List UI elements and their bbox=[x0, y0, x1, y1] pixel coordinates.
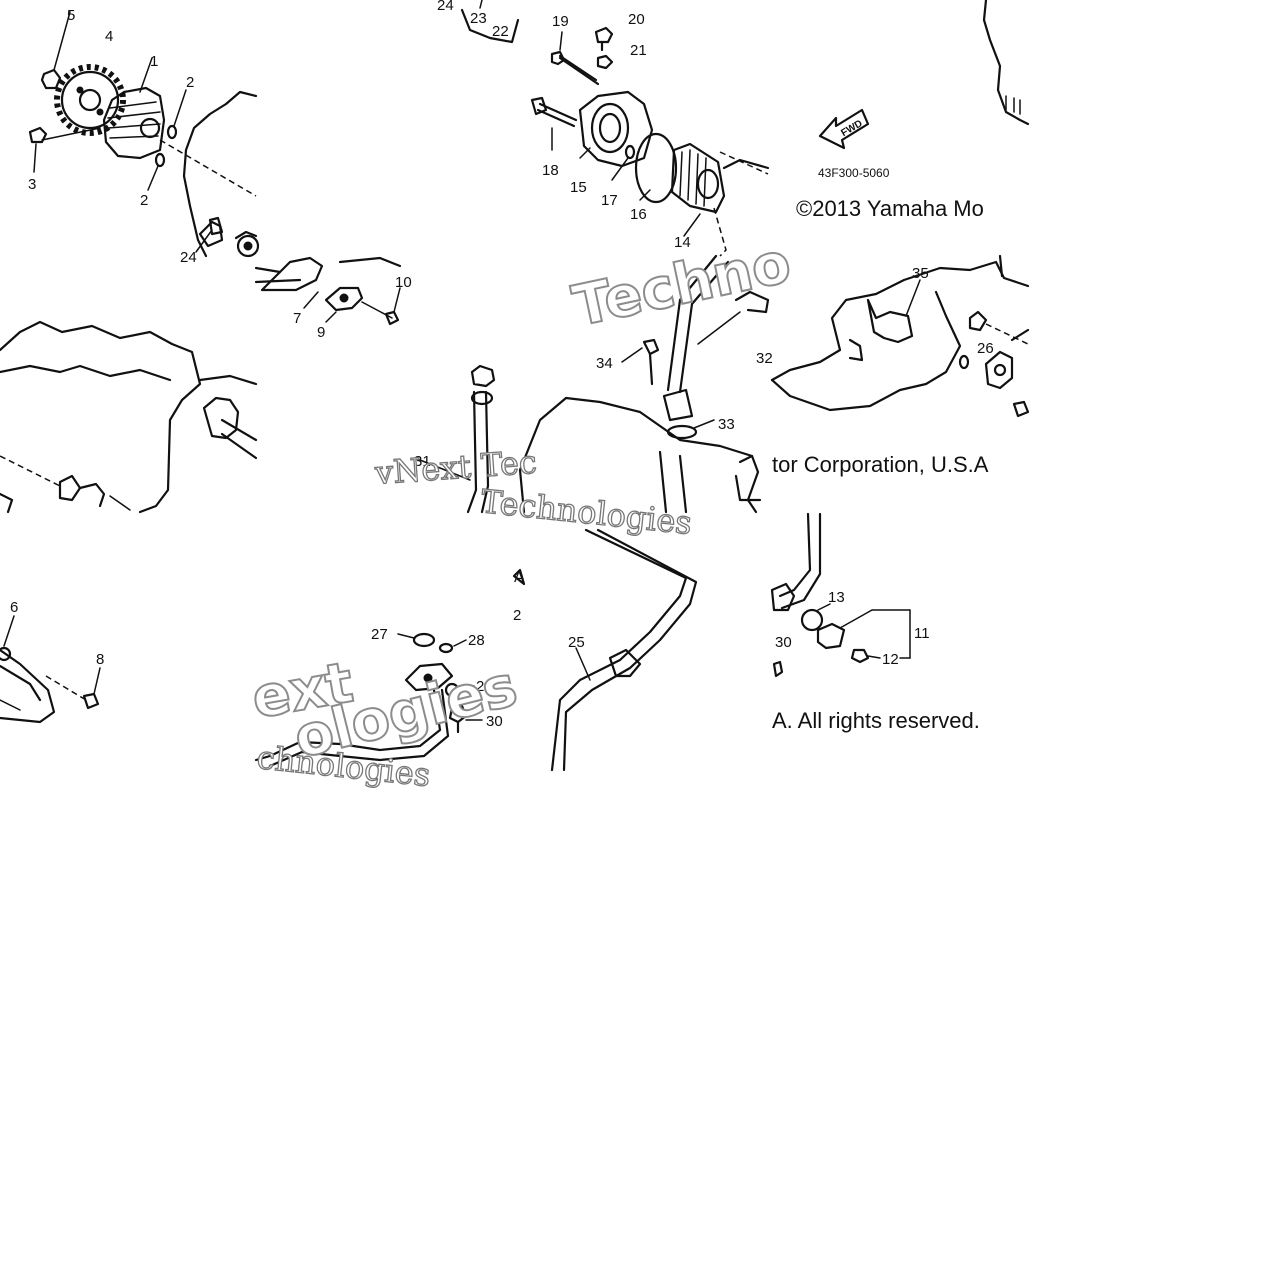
callout-17: 17 bbox=[601, 192, 618, 209]
callout-27: 27 bbox=[371, 626, 388, 643]
nut-drawing bbox=[40, 11, 71, 90]
callout-35: 35 bbox=[912, 265, 929, 282]
copyright-line-1: ©2013 Yamaha Mo bbox=[796, 196, 984, 221]
callout-31: 31 bbox=[414, 453, 431, 470]
callout-13: 13 bbox=[828, 589, 845, 606]
callout-5: 5 bbox=[67, 7, 75, 24]
callout-30: 30 bbox=[775, 634, 792, 651]
tile-drain-bolt bbox=[770, 512, 911, 678]
callout-20: 20 bbox=[628, 11, 645, 28]
tile-oil-hose bbox=[512, 528, 698, 772]
tile-oil-filter bbox=[460, 0, 770, 257]
tile-fwd: FWD bbox=[818, 0, 1030, 150]
tile-oil-pan bbox=[0, 615, 101, 724]
callout-33: 33 bbox=[718, 416, 735, 433]
callout-29: 29 bbox=[476, 678, 493, 695]
callout-34: 34 bbox=[596, 355, 613, 372]
part-number: 43F300-5060 bbox=[818, 166, 890, 180]
callout-24: 24 bbox=[437, 0, 454, 14]
callout-6: 6 bbox=[10, 599, 18, 616]
callout-9: 9 bbox=[317, 324, 325, 341]
tile-oil-pipe bbox=[419, 254, 770, 514]
fwd-arrow-icon: FWD bbox=[818, 108, 870, 150]
callout-14: 14 bbox=[674, 234, 691, 251]
callout-8: 8 bbox=[96, 651, 104, 668]
callout-25: 25 bbox=[568, 634, 585, 651]
callout-15: 15 bbox=[570, 179, 587, 196]
callout-22: 22 bbox=[492, 23, 509, 40]
watermark-technologies: Technologies bbox=[479, 482, 694, 542]
callout-26: 26 bbox=[977, 340, 994, 357]
callout-a: A bbox=[514, 569, 524, 586]
callout-2: 2 bbox=[186, 74, 194, 91]
callout-labels: 5 4 1 2 2 3 24 23 22 19 20 21 18 15 17 1… bbox=[10, 0, 994, 730]
callout-12: 12 bbox=[882, 651, 899, 668]
callout-4: 4 bbox=[105, 28, 113, 45]
callout-30: 30 bbox=[486, 713, 503, 730]
watermarks: Techno vNext Tec Technologies ext ologie… bbox=[246, 229, 797, 794]
callout-16: 16 bbox=[630, 206, 647, 223]
tile-crankcase-left bbox=[0, 320, 258, 514]
bolt-drawing bbox=[28, 126, 101, 173]
copyright-line-2: tor Corporation, U.S.A bbox=[772, 452, 989, 477]
tile-delivery-pipe bbox=[254, 632, 483, 768]
callout-3: 3 bbox=[28, 176, 36, 193]
tile-oil-pump bbox=[28, 11, 258, 258]
callout-23: 23 bbox=[470, 10, 487, 27]
callout-19: 19 bbox=[552, 13, 569, 30]
tile-crankcase-right bbox=[770, 254, 1030, 418]
pump-body-drawing bbox=[102, 57, 166, 160]
drive-gear-drawing bbox=[54, 64, 126, 136]
callout-2: 2 bbox=[140, 192, 148, 209]
callout-28: 28 bbox=[468, 632, 485, 649]
callout-18: 18 bbox=[542, 162, 559, 179]
copyright-line-3: A. All rights reserved. bbox=[772, 708, 980, 733]
callout-24: 24 bbox=[180, 249, 197, 266]
callout-1: 1 bbox=[150, 53, 158, 70]
callout-10: 10 bbox=[395, 274, 412, 291]
tile-relief-valve bbox=[195, 220, 402, 326]
filter-element-drawing bbox=[670, 142, 726, 214]
callout-11: 11 bbox=[914, 625, 930, 642]
callout-32: 32 bbox=[756, 350, 773, 367]
callout-7: 7 bbox=[293, 310, 301, 327]
callout-21: 21 bbox=[630, 42, 647, 59]
callout-2: 2 bbox=[513, 607, 521, 624]
